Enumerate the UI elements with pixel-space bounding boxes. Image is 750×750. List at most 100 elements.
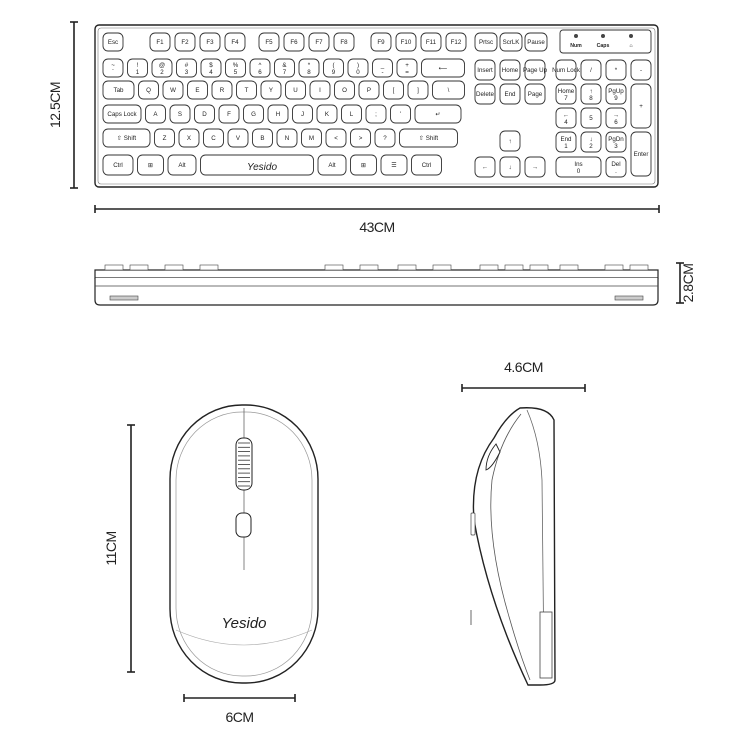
key-bottom-3 [200, 154, 314, 176]
key-qwerty-9-label: O [342, 87, 347, 94]
key-home-6 [267, 104, 289, 124]
key-f6-label: F6 [290, 39, 298, 46]
key-numpad-9-label: 5 [589, 115, 593, 122]
key-numpad-16 [605, 156, 627, 178]
key-numpad-8-label: 4 [564, 119, 568, 126]
key-f5-label: F5 [265, 39, 273, 46]
keyboard-side-keycap-9 [504, 264, 524, 271]
key-numpad-4-label: 7 [564, 95, 568, 102]
key-numpad-14 [630, 131, 652, 177]
indicator-label-0: Num [570, 43, 582, 49]
indicator-led-2 [629, 34, 633, 38]
key-f9-label: F9 [377, 39, 385, 46]
key-num-5-shift-label: % [233, 62, 239, 69]
key-home-2-label: S [178, 111, 182, 118]
key-qwerty-3-label: E [195, 87, 199, 94]
key-bottom-4-label: Alt [328, 162, 336, 169]
key-bottom-5 [350, 154, 377, 176]
keyboard-side-body [94, 278, 659, 306]
keyboard-thickness-dimension-label: 2.8CM [680, 264, 696, 303]
key-scrlk-label: ScrLK [503, 39, 521, 46]
key-home-5-label: G [251, 111, 256, 118]
key-shift-row-0 [102, 128, 151, 148]
key-pause [524, 32, 548, 52]
key-num-7 [274, 58, 295, 78]
key-home-1 [145, 104, 166, 124]
key-home-4-label: F [227, 111, 231, 118]
key-arrow-right [524, 156, 546, 178]
key-numpad-12 [580, 131, 602, 153]
mouse-length-dimension-label: 11CM [103, 531, 119, 565]
key-shift-row-0-label: ⇧ Shift [117, 135, 137, 142]
key-f12-label: F12 [451, 39, 462, 46]
key-num-5-label: 5 [234, 69, 238, 76]
key-num-4-label: 4 [209, 69, 213, 76]
key-numpad-13-label: 3 [614, 143, 618, 150]
key-f4 [224, 32, 246, 52]
key-num-9-label: 9 [332, 69, 336, 76]
key-arrow-down [499, 156, 521, 178]
key-nav-2-label: Page Up [523, 67, 548, 74]
mouse-side-view [470, 407, 556, 686]
key-numpad-7 [630, 83, 652, 129]
key-nav-4-label: End [504, 91, 516, 98]
indicator-panel [559, 29, 652, 54]
key-f1 [149, 32, 171, 52]
keyboard-side-keycap-8 [479, 264, 499, 271]
key-num-11 [372, 58, 393, 78]
key-nav-3 [474, 83, 496, 105]
key-numpad-12-shift-label: ↓ [589, 136, 592, 143]
key-f10 [395, 32, 417, 52]
key-home-0-label: Caps Lock [107, 111, 137, 118]
key-num-1 [127, 58, 148, 78]
key-f10-label: F10 [401, 39, 412, 46]
key-f7-label: F7 [315, 39, 323, 46]
key-bottom-0-label: Ctrl [113, 162, 123, 169]
key-numpad-6-label: 9 [614, 95, 618, 102]
key-f6 [283, 32, 305, 52]
mouse-side-button [470, 512, 476, 536]
key-qwerty-7-label: U [293, 87, 297, 94]
key-num-7-shift-label: & [282, 62, 287, 69]
key-numpad-1-label: / [590, 67, 592, 74]
key-numpad-5-label: 8 [589, 95, 593, 102]
key-num-7-label: 7 [283, 69, 287, 76]
key-bottom-2-label: Alt [178, 162, 186, 169]
key-shift-row-7-label: M [309, 135, 314, 142]
key-shift-row-2-label: X [187, 135, 191, 142]
indicator-label-2: ⌂ [629, 43, 632, 49]
key-shift-row-9 [350, 128, 371, 148]
key-home-3-label: D [202, 111, 207, 118]
key-qwerty-0-label: Tab [114, 87, 125, 94]
key-home-3 [194, 104, 215, 124]
mouse-brand-logo: Yesido [221, 615, 266, 632]
key-num-10 [347, 58, 369, 78]
key-numpad-11-shift-label: End [560, 136, 572, 143]
key-num-13 [421, 58, 465, 78]
key-home-9-label: L [350, 111, 354, 118]
key-numpad-11 [555, 131, 577, 153]
key-num-12 [396, 58, 418, 78]
key-num-8-shift-label: * [308, 62, 311, 69]
key-numpad-9 [580, 107, 602, 129]
key-numpad-0 [555, 59, 577, 81]
key-home-10-label: ; [375, 111, 377, 118]
key-shift-row-5-label: B [260, 135, 264, 142]
key-numpad-15-label: 0 [577, 168, 581, 175]
key-num-6 [249, 58, 271, 78]
key-numpad-4-shift-label: Home [558, 88, 575, 95]
key-num-10-shift-label: ) [357, 62, 359, 69]
key-qwerty-11 [383, 80, 404, 100]
key-shift-row-1-label: Z [163, 135, 167, 142]
key-num-0 [102, 58, 124, 78]
key-bottom-1-label: ⊞ [148, 162, 153, 169]
key-prtsc-label: Prtsc [479, 39, 493, 46]
key-f8 [333, 32, 355, 52]
key-shift-row-10-label: ? [383, 135, 387, 142]
key-arrow-up-label: ↑ [508, 138, 511, 145]
key-bottom-5-label: ⊞ [361, 162, 366, 169]
keyboard-side-keycap-3 [199, 264, 219, 271]
mouse-side-wheel [485, 443, 501, 471]
